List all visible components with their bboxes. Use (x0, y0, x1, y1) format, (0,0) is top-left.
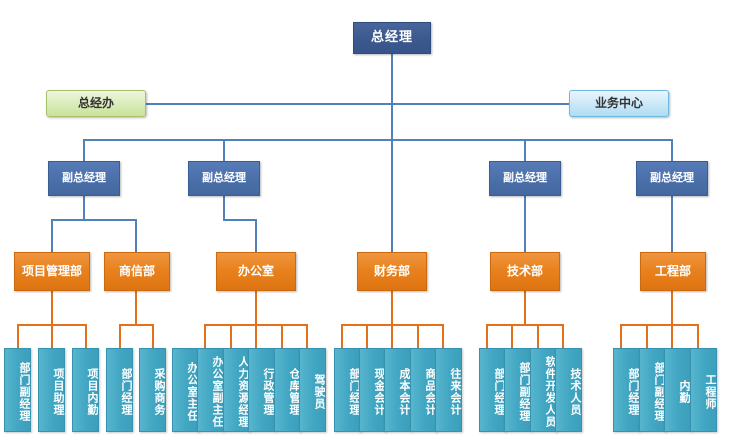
connector-vp-drop-3 (524, 139, 526, 161)
node-leaf-4[interactable]: 采购商务 (139, 348, 166, 432)
node-leaf-9[interactable]: 仓库管理 (274, 348, 301, 432)
connector-dept6-leafbus (620, 324, 697, 326)
node-leaf-23[interactable]: 工程师 (690, 348, 717, 432)
connector-leaf-drop-15 (442, 324, 444, 348)
node-general-manager[interactable]: 总经理 (353, 22, 431, 54)
connector-dept5-leafbus (486, 324, 563, 326)
connector-leaf-drop-13 (391, 324, 393, 348)
node-leaf-0[interactable]: 部门副经理 (4, 348, 31, 432)
connector-dept6-stem (671, 291, 673, 325)
connector-vp-drop-4 (671, 139, 673, 161)
connector-leaf-drop-3 (119, 324, 121, 348)
connector-vp2-bus (223, 219, 256, 221)
node-leaf-5[interactable]: 办公室主任 (172, 348, 199, 432)
node-vp-4[interactable]: 副总经理 (636, 161, 708, 196)
node-gm-office[interactable]: 总经办 (46, 90, 146, 117)
node-leaf-17[interactable]: 部门副经理 (504, 348, 531, 432)
connector-finance-drop (391, 139, 393, 252)
node-dept-engineering[interactable]: 工程部 (640, 252, 706, 291)
node-dept-project-management[interactable]: 项目管理部 (14, 252, 90, 291)
connector-dept3-stem (255, 291, 257, 325)
connector-leaf-drop-17 (511, 324, 513, 348)
connector-vp2-stem (223, 196, 225, 220)
connector-vp4-stem (671, 196, 673, 252)
node-leaf-11[interactable]: 部门经理 (334, 348, 361, 432)
node-leaf-3[interactable]: 部门经理 (106, 348, 133, 432)
connector-leaf-drop-23 (697, 324, 699, 348)
node-vp-3[interactable]: 副总经理 (489, 161, 561, 196)
connector-leaf-drop-1 (51, 324, 53, 348)
connector-dept4-stem (391, 291, 393, 325)
connector-vp-drop-2 (223, 139, 225, 161)
node-leaf-13[interactable]: 成本会计 (384, 348, 411, 432)
connector-leaf-drop-19 (562, 324, 564, 348)
node-leaf-10[interactable]: 驾驶员 (299, 348, 326, 432)
connector-leaf-drop-2 (85, 324, 87, 348)
connector-vp1-stem (83, 196, 85, 220)
node-leaf-19[interactable]: 技术人员 (555, 348, 582, 432)
connector-leaf-drop-7 (230, 324, 232, 348)
node-dept-finance[interactable]: 财务部 (357, 252, 427, 291)
connector-staff-horizontal (146, 103, 570, 105)
node-leaf-20[interactable]: 部门经理 (613, 348, 640, 432)
connector-vp-drop-1 (83, 139, 85, 161)
node-leaf-21[interactable]: 部门副经理 (639, 348, 666, 432)
connector-dept3-drop (255, 219, 257, 252)
connector-dept1-drop (51, 219, 53, 252)
node-leaf-22[interactable]: 内勤 (664, 348, 691, 432)
node-leaf-7[interactable]: 人力资源经理 (223, 348, 250, 432)
connector-leaf-drop-12 (366, 324, 368, 348)
connector-leaf-drop-6 (204, 324, 206, 348)
connector-dept2-leafbus (119, 324, 153, 326)
connector-trunk-main (391, 54, 393, 140)
connector-dept2-drop (135, 219, 137, 252)
connector-leaf-drop-21 (646, 324, 648, 348)
connector-leaf-drop-20 (620, 324, 622, 348)
connector-vp1-bus (51, 219, 136, 221)
connector-dept1-stem (51, 291, 53, 325)
node-vp-2[interactable]: 副总经理 (188, 161, 260, 196)
connector-leaf-drop-8 (255, 324, 257, 348)
node-leaf-2[interactable]: 项目内勤 (72, 348, 99, 432)
connector-vp-bus (83, 139, 672, 141)
node-leaf-6[interactable]: 办公室副主任 (197, 348, 224, 432)
node-business-center[interactable]: 业务中心 (569, 90, 669, 117)
connector-leaf-drop-18 (537, 324, 539, 348)
node-leaf-8[interactable]: 行政管理 (248, 348, 275, 432)
connector-vp3-stem (524, 196, 526, 252)
node-dept-business-info[interactable]: 商信部 (104, 252, 170, 291)
node-leaf-18[interactable]: 软件开发人员 (530, 348, 557, 432)
node-leaf-14[interactable]: 商品会计 (410, 348, 437, 432)
node-dept-technology[interactable]: 技术部 (490, 252, 560, 291)
node-dept-office[interactable]: 办公室 (216, 252, 296, 291)
connector-leaf-drop-10 (306, 324, 308, 348)
node-leaf-1[interactable]: 项目助理 (38, 348, 65, 432)
connector-leaf-drop-14 (417, 324, 419, 348)
node-leaf-15[interactable]: 往来会计 (435, 348, 462, 432)
connector-leaf-drop-9 (281, 324, 283, 348)
connector-leaf-drop-4 (152, 324, 154, 348)
node-leaf-12[interactable]: 现金会计 (359, 348, 386, 432)
connector-dept2-stem (135, 291, 137, 325)
connector-leaf-drop-0 (17, 324, 19, 348)
connector-leaf-drop-22 (671, 324, 673, 348)
node-leaf-16[interactable]: 部门经理 (479, 348, 506, 432)
node-vp-1[interactable]: 副总经理 (48, 161, 120, 196)
connector-leaf-drop-16 (486, 324, 488, 348)
connector-dept5-stem (524, 291, 526, 325)
connector-leaf-drop-11 (341, 324, 343, 348)
